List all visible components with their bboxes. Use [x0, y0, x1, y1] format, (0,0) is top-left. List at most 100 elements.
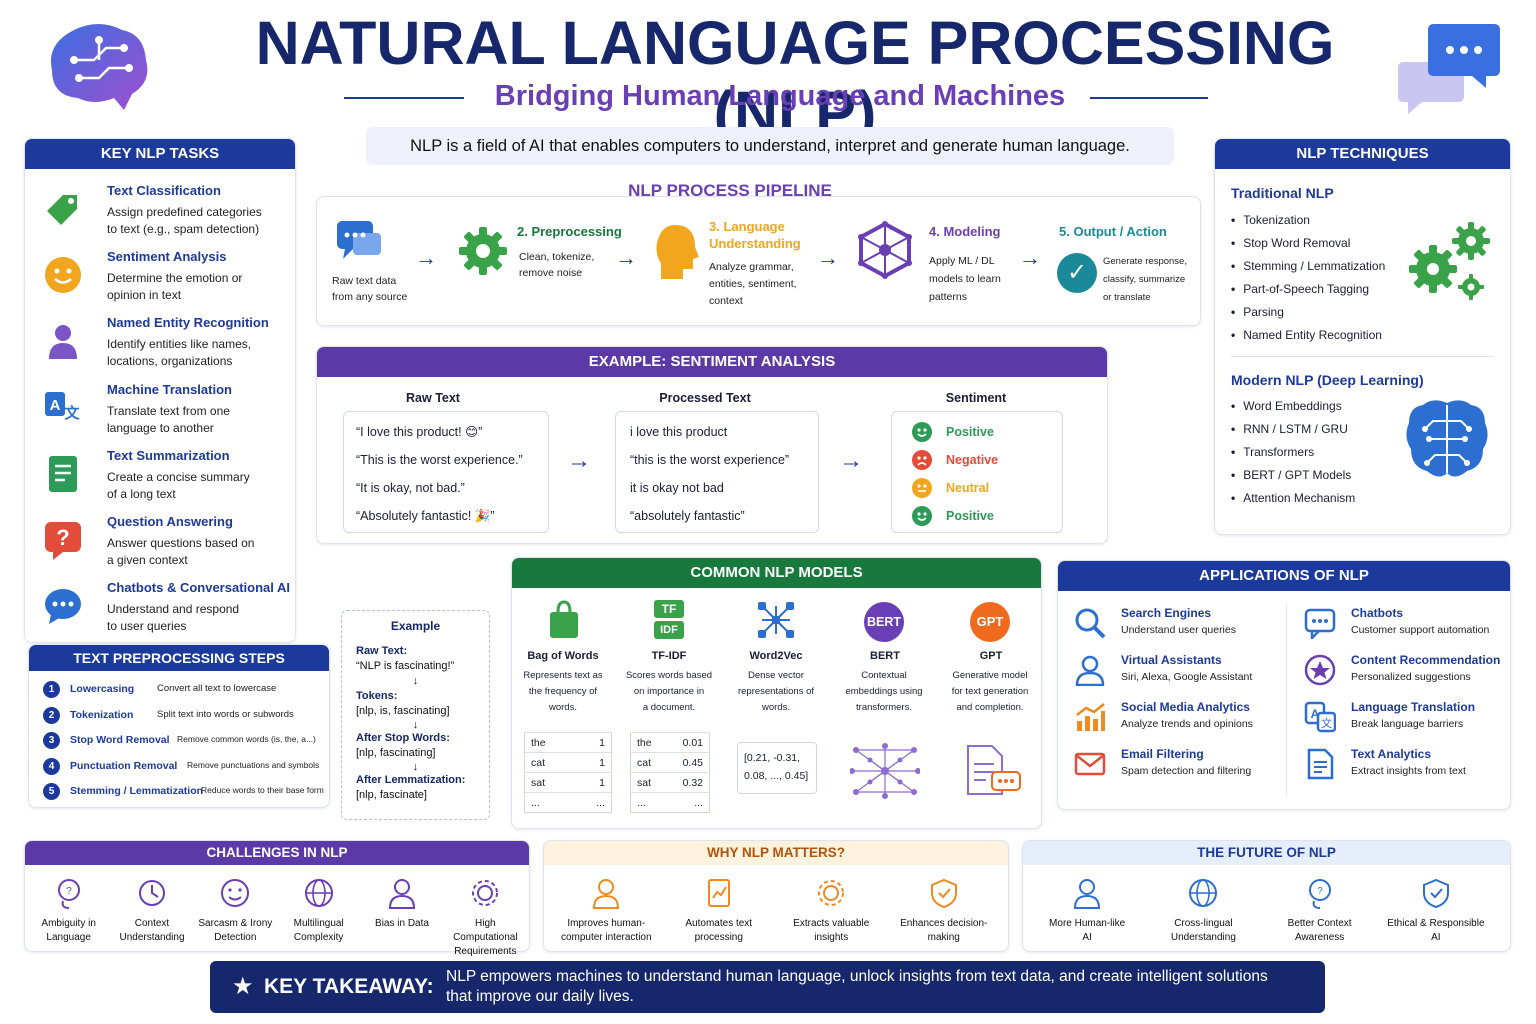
bias-person-icon — [386, 877, 418, 909]
ethical-shield-icon — [1420, 877, 1452, 909]
step-name: Punctuation Removal — [70, 759, 178, 772]
subtitle-line-left — [344, 97, 464, 99]
techniques-panel: NLP TECHNIQUES Traditional NLP Tokenizat… — [1214, 138, 1511, 535]
item-label: Bias in Data — [375, 918, 429, 929]
gpt-badge: GPT — [970, 602, 1010, 642]
model-name: Word2Vec — [749, 650, 803, 662]
preprocessing-heading: TEXT PREPROCESSING STEPS — [29, 645, 329, 671]
person-icon — [43, 321, 83, 361]
network-graph-icon — [849, 742, 921, 800]
application-title: Email Filtering — [1121, 747, 1204, 761]
chat-bubbles-icon — [1396, 20, 1506, 116]
svg-text:文: 文 — [1321, 716, 1332, 730]
model-name: Bag of Words — [527, 650, 599, 662]
sentiment-example-panel: EXAMPLE: SENTIMENT ANALYSIS Raw Text Pro… — [316, 346, 1108, 544]
pipeline-step-4-title: 4. Modeling — [929, 224, 1001, 239]
mail-icon — [1074, 748, 1106, 780]
arrow-right-icon: → — [615, 245, 637, 270]
application-title: Chatbots — [1351, 606, 1403, 620]
task-desc: Determine the emotion or — [107, 271, 243, 286]
arrow-right-icon: → — [817, 245, 839, 270]
step-desc: Split text into words or subwords — [157, 708, 294, 720]
star-icon — [1304, 654, 1336, 686]
table-row: ...... — [524, 792, 612, 813]
example-tokens-value: [nlp, is, fascinating] — [356, 705, 450, 717]
arrow-right-icon: → — [415, 245, 437, 270]
down-arrow-icon: ↓ — [412, 719, 419, 731]
star-icon: ★ — [232, 973, 254, 1000]
check-circle-icon: ✓ — [1057, 253, 1097, 293]
challenges-heading: CHALLENGES IN NLP — [25, 841, 529, 865]
task-desc: Create a concise summary — [107, 469, 250, 484]
insights-bulb-icon — [815, 877, 847, 909]
modern-nlp-title: Modern NLP (Deep Learning) — [1231, 372, 1424, 388]
task-desc: locations, organizations — [107, 354, 233, 369]
step-number-badge: 5 — [43, 783, 60, 800]
col-processed-header: Processed Text — [659, 391, 751, 405]
item-label: Enhances decision-making — [900, 918, 988, 943]
step-name: Stop Word Removal — [70, 734, 170, 746]
tf-badge: TF — [654, 600, 684, 618]
neural-network-icon — [857, 221, 913, 279]
sarcasm-face-icon — [219, 877, 251, 909]
idf-badge: IDF — [654, 621, 684, 639]
pipeline-step-5-title: 5. Output / Action — [1059, 224, 1167, 239]
cross-lingual-globe-icon — [1187, 877, 1219, 909]
takeaway-label: KEY TAKEAWAY: — [264, 975, 434, 998]
application-desc: Understand user queries — [1121, 624, 1236, 636]
shopping-bag-icon — [548, 600, 580, 640]
why-heading: WHY NLP MATTERS? — [544, 841, 1008, 865]
down-arrow-icon: ↓ — [412, 761, 419, 773]
table-cell: the — [524, 732, 574, 753]
applications-heading: APPLICATIONS OF NLP — [1058, 561, 1510, 591]
processed-text-line: it is okay not bad — [630, 481, 724, 495]
pipeline-step-3-desc: Analyze grammar,entities, sentiment,cont… — [709, 261, 797, 307]
cpu-gear-icon — [469, 877, 501, 909]
search-icon — [1074, 607, 1106, 639]
gears-icon — [1405, 217, 1495, 307]
table-cell: cat — [524, 752, 574, 773]
application-desc: Customer support automation — [1351, 624, 1490, 636]
processed-text-line: “absolutely fantastic” — [630, 509, 745, 523]
example-raw-value: “NLP is fascinating!” — [356, 660, 455, 672]
table-cell: 1 — [573, 732, 612, 753]
task-title: Sentiment Analysis — [107, 249, 227, 265]
application-title: Virtual Assistants — [1121, 653, 1222, 667]
task-desc: of a long text — [107, 486, 176, 501]
chat-icon — [1304, 607, 1336, 639]
technique-item: Transformers — [1231, 441, 1355, 464]
technique-item: Attention Mechanism — [1231, 487, 1355, 510]
example-heading: Example — [390, 619, 441, 633]
page-title: NATURAL LANGUAGE PROCESSING (NLP) — [255, 9, 1335, 147]
technique-item: Parsing — [1231, 301, 1385, 324]
application-title: Content Recommendation — [1351, 653, 1501, 667]
positive-face-icon — [912, 422, 932, 442]
table-cell: sat — [630, 772, 667, 793]
svg-text:A: A — [50, 397, 61, 414]
raw-text-line: “This is the worst experience.” — [356, 453, 523, 467]
model-name: BERT — [870, 650, 900, 662]
document-icon — [1304, 748, 1336, 780]
pipeline-step-2-desc: Clean, tokenize,remove noise — [519, 251, 595, 279]
techniques-heading: NLP TECHNIQUES — [1215, 139, 1510, 169]
technique-item: Stop Word Removal — [1231, 232, 1385, 255]
preprocessing-example-box: Example Raw Text: “NLP is fascinating!” … — [341, 610, 490, 820]
technique-item: Part-of-Speech Tagging — [1231, 278, 1385, 301]
vector-box: [0.21, -0.31,0.08, ..., 0.45] — [737, 742, 817, 794]
task-title: Machine Translation — [107, 381, 232, 397]
col-sentiment-header: Sentiment — [945, 391, 1007, 405]
